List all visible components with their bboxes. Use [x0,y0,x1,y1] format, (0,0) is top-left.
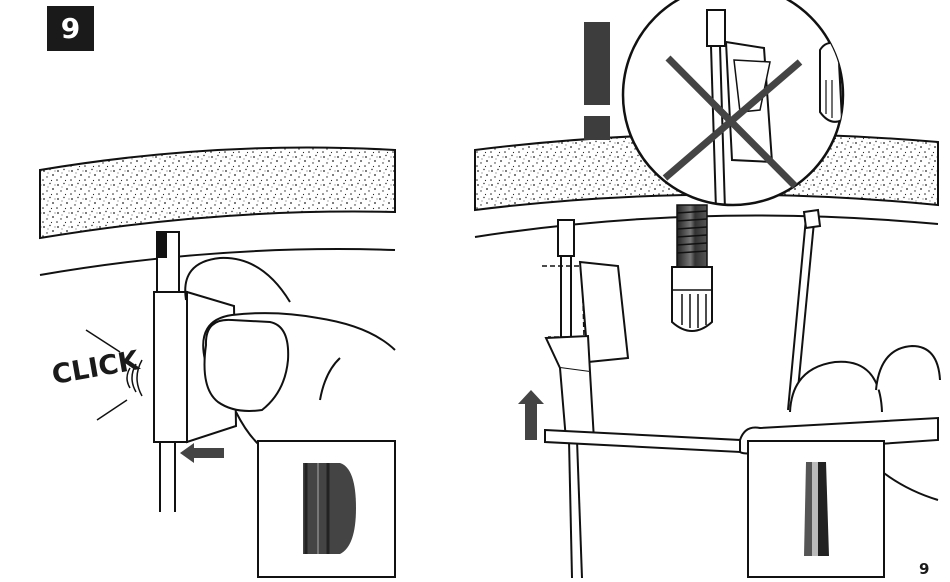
tire-foam [40,148,395,239]
tire-valve [672,205,712,331]
right-panel [475,0,940,578]
arrow-up-icon [518,390,544,440]
detail-inset-right [748,441,884,577]
page-number: 9 [919,560,929,578]
exclamation-icon [584,22,610,140]
step-number-badge: 9 [47,6,94,51]
detail-inset-left [258,441,395,577]
rim-edge [40,249,395,275]
valve-stem-right [542,220,628,578]
arrow-left-icon [180,443,224,463]
